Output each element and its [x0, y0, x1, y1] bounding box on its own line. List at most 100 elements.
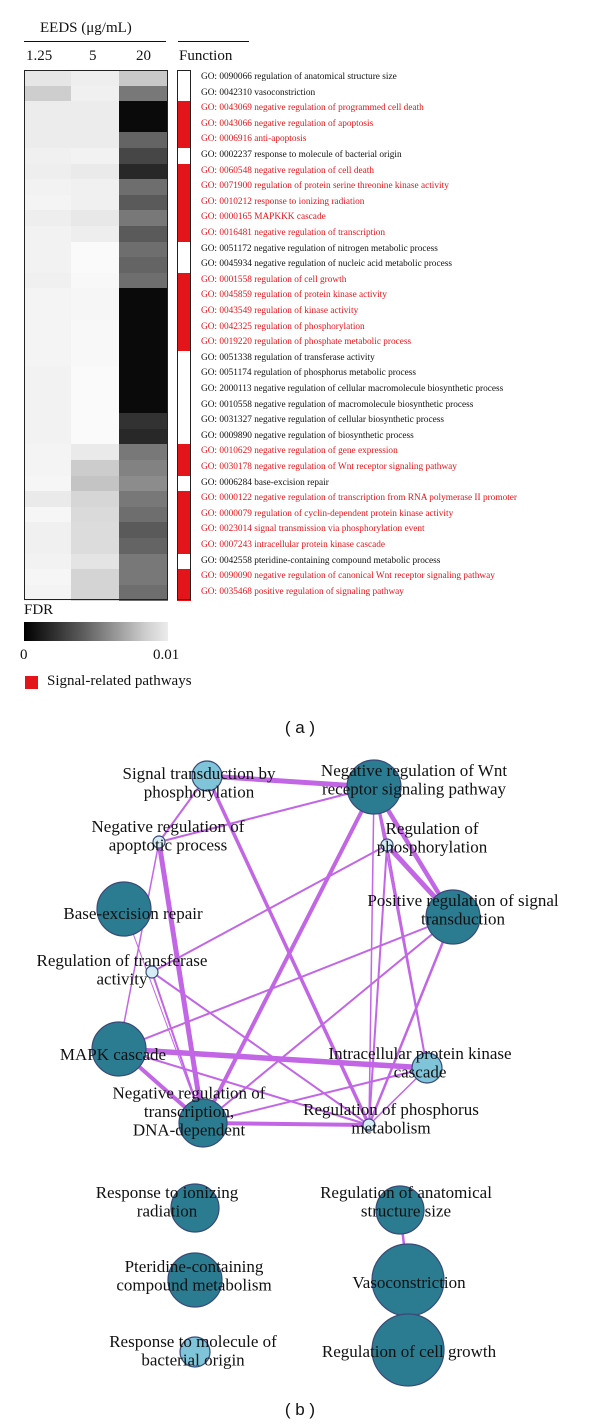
network-label-line: bacterial origin: [141, 1350, 245, 1369]
network-label-line: radiation: [137, 1201, 198, 1220]
heatmap-cell: [119, 350, 168, 367]
heatmap-cell: [119, 553, 168, 570]
go-term-row: GO: 0060548 negative regulation of cell …: [201, 165, 374, 176]
heatmap-cell: [119, 366, 168, 383]
network-label-line: Vasoconstriction: [352, 1273, 466, 1292]
heatmap-cell: [24, 584, 73, 601]
go-term-row: GO: 0000079 regulation of cyclin-depende…: [201, 508, 454, 519]
heatmap-cell: [119, 413, 168, 430]
heatmap-cell: [24, 522, 73, 539]
heatmap-cell: [71, 148, 120, 165]
network-node-intracellular: [411, 1052, 443, 1084]
heatmap-cell: [71, 475, 120, 492]
heatmap-cell: [71, 335, 120, 352]
go-term-row: GO: 0009890 negative regulation of biosy…: [201, 430, 414, 441]
go-term-row: GO: 0007243 intracellular protein kinase…: [201, 540, 386, 550]
heatmap-cell: [24, 319, 73, 336]
network-label-line: Negative regulation of Wnt: [321, 761, 507, 780]
heatmap-cell: [71, 350, 120, 367]
signal-indicator: [177, 116, 191, 133]
network-node-apoptotic: [152, 835, 166, 849]
go-term-row: GO: 0090066 regulation of anatomical str…: [201, 72, 397, 82]
heatmap-cell: [24, 226, 73, 243]
network-label-line: Signal transduction by: [123, 764, 276, 783]
signal-indicator: [177, 584, 191, 601]
heatmap-cell: [24, 413, 73, 430]
heatmap-cell: [24, 397, 73, 414]
heatmap-cell: [119, 194, 168, 211]
network-label-vasoconstriction: Vasoconstriction: [352, 1273, 466, 1292]
function-header: Function: [179, 48, 233, 64]
heatmap-cell: [119, 475, 168, 492]
network-edge-signal_transduction-phosphorus: [205, 774, 371, 1127]
go-term-row: GO: 0043069 negative regulation of progr…: [201, 103, 424, 114]
heatmap-cell: [71, 101, 120, 118]
signal-indicator: [177, 460, 191, 477]
signal-indicator: [177, 226, 191, 243]
signal-indicator: [177, 522, 191, 539]
network-label-line: activity: [97, 969, 148, 988]
network-edge-wnt-neg_transcription: [201, 785, 376, 1125]
panel-a-caption: ( a ): [284, 718, 316, 737]
heatmap-cell: [71, 194, 120, 211]
network-node-phosphorus: [362, 1118, 376, 1132]
signal-indicator: [177, 272, 191, 289]
heatmap-cell: [71, 257, 120, 274]
network-node-signal-transduction: [191, 760, 223, 792]
go-term-row: GO: 0000165 MAPKKK cascade: [201, 212, 326, 223]
heatmap-cell: [24, 101, 73, 118]
heatmap-cell: [119, 179, 168, 196]
network-edge-wnt-phosphorus: [368, 786, 375, 1126]
signal-indicator: [177, 319, 191, 336]
heatmap-cell: [119, 163, 168, 180]
heatmap-cell: [119, 116, 168, 133]
heatmap-cell: [71, 460, 120, 477]
go-term-row: GO: 0016481 negative regulation of trans…: [201, 228, 386, 238]
network-node-pteridine: [167, 1252, 223, 1308]
network-edge-pos_signal-phosphorus: [367, 915, 455, 1127]
heatmap-cell: [24, 70, 73, 87]
network-label-line: receptor signaling pathway: [322, 779, 507, 798]
heatmap-cell: [24, 210, 73, 227]
go-term-row: GO: 0071900 regulation of protein serine…: [201, 181, 449, 192]
fdr-max-label: 0.01: [153, 647, 180, 663]
network-edge-apoptotic-neg_transcription: [156, 839, 206, 1126]
heatmap-cell: [24, 428, 73, 445]
heatmap-cell: [71, 397, 120, 414]
network-node-anatomical: [375, 1185, 425, 1235]
network-label-line: Response to ionizing: [96, 1183, 239, 1202]
go-term-row: GO: 0042310 vasoconstriction: [201, 87, 316, 98]
network-label-line: Pteridine-containing: [125, 1257, 264, 1276]
heatmap-cell: [119, 382, 168, 399]
go-term-row: GO: 0006916 anti-apoptosis: [201, 134, 307, 145]
go-term-row: GO: 0030178 negative regulation of Wnt r…: [201, 462, 457, 472]
heatmap-cell: [119, 444, 168, 461]
network-label-line: phosphorylation: [377, 837, 488, 856]
network-label-line: compound metabolism: [116, 1275, 271, 1294]
heatmap-cell: [119, 101, 168, 118]
network-edge-intracellular-neg_transcription: [202, 1067, 428, 1124]
go-term-row: GO: 0045934 negative regulation of nucle…: [201, 259, 452, 270]
network-edge-pos_signal-neg_transcription: [202, 916, 454, 1124]
signal-indicator: [177, 444, 191, 461]
heatmap-cell: [119, 335, 168, 352]
network-edge-pos_signal-mapk: [118, 916, 454, 1050]
go-term-row: GO: 0043066 negative regulation of apopt…: [201, 118, 374, 129]
signal-indicator: [177, 288, 191, 305]
heatmap-cell: [119, 85, 168, 102]
network-node-pos-signal: [425, 889, 481, 945]
heatmap-cell: [119, 257, 168, 274]
go-term-row: GO: 0010558 negative regulation of macro…: [201, 399, 474, 410]
heatmap-cell: [119, 460, 168, 477]
conc-label-2: 5: [89, 48, 97, 64]
heatmap-cell: [71, 522, 120, 539]
heatmap-cell: [71, 366, 120, 383]
